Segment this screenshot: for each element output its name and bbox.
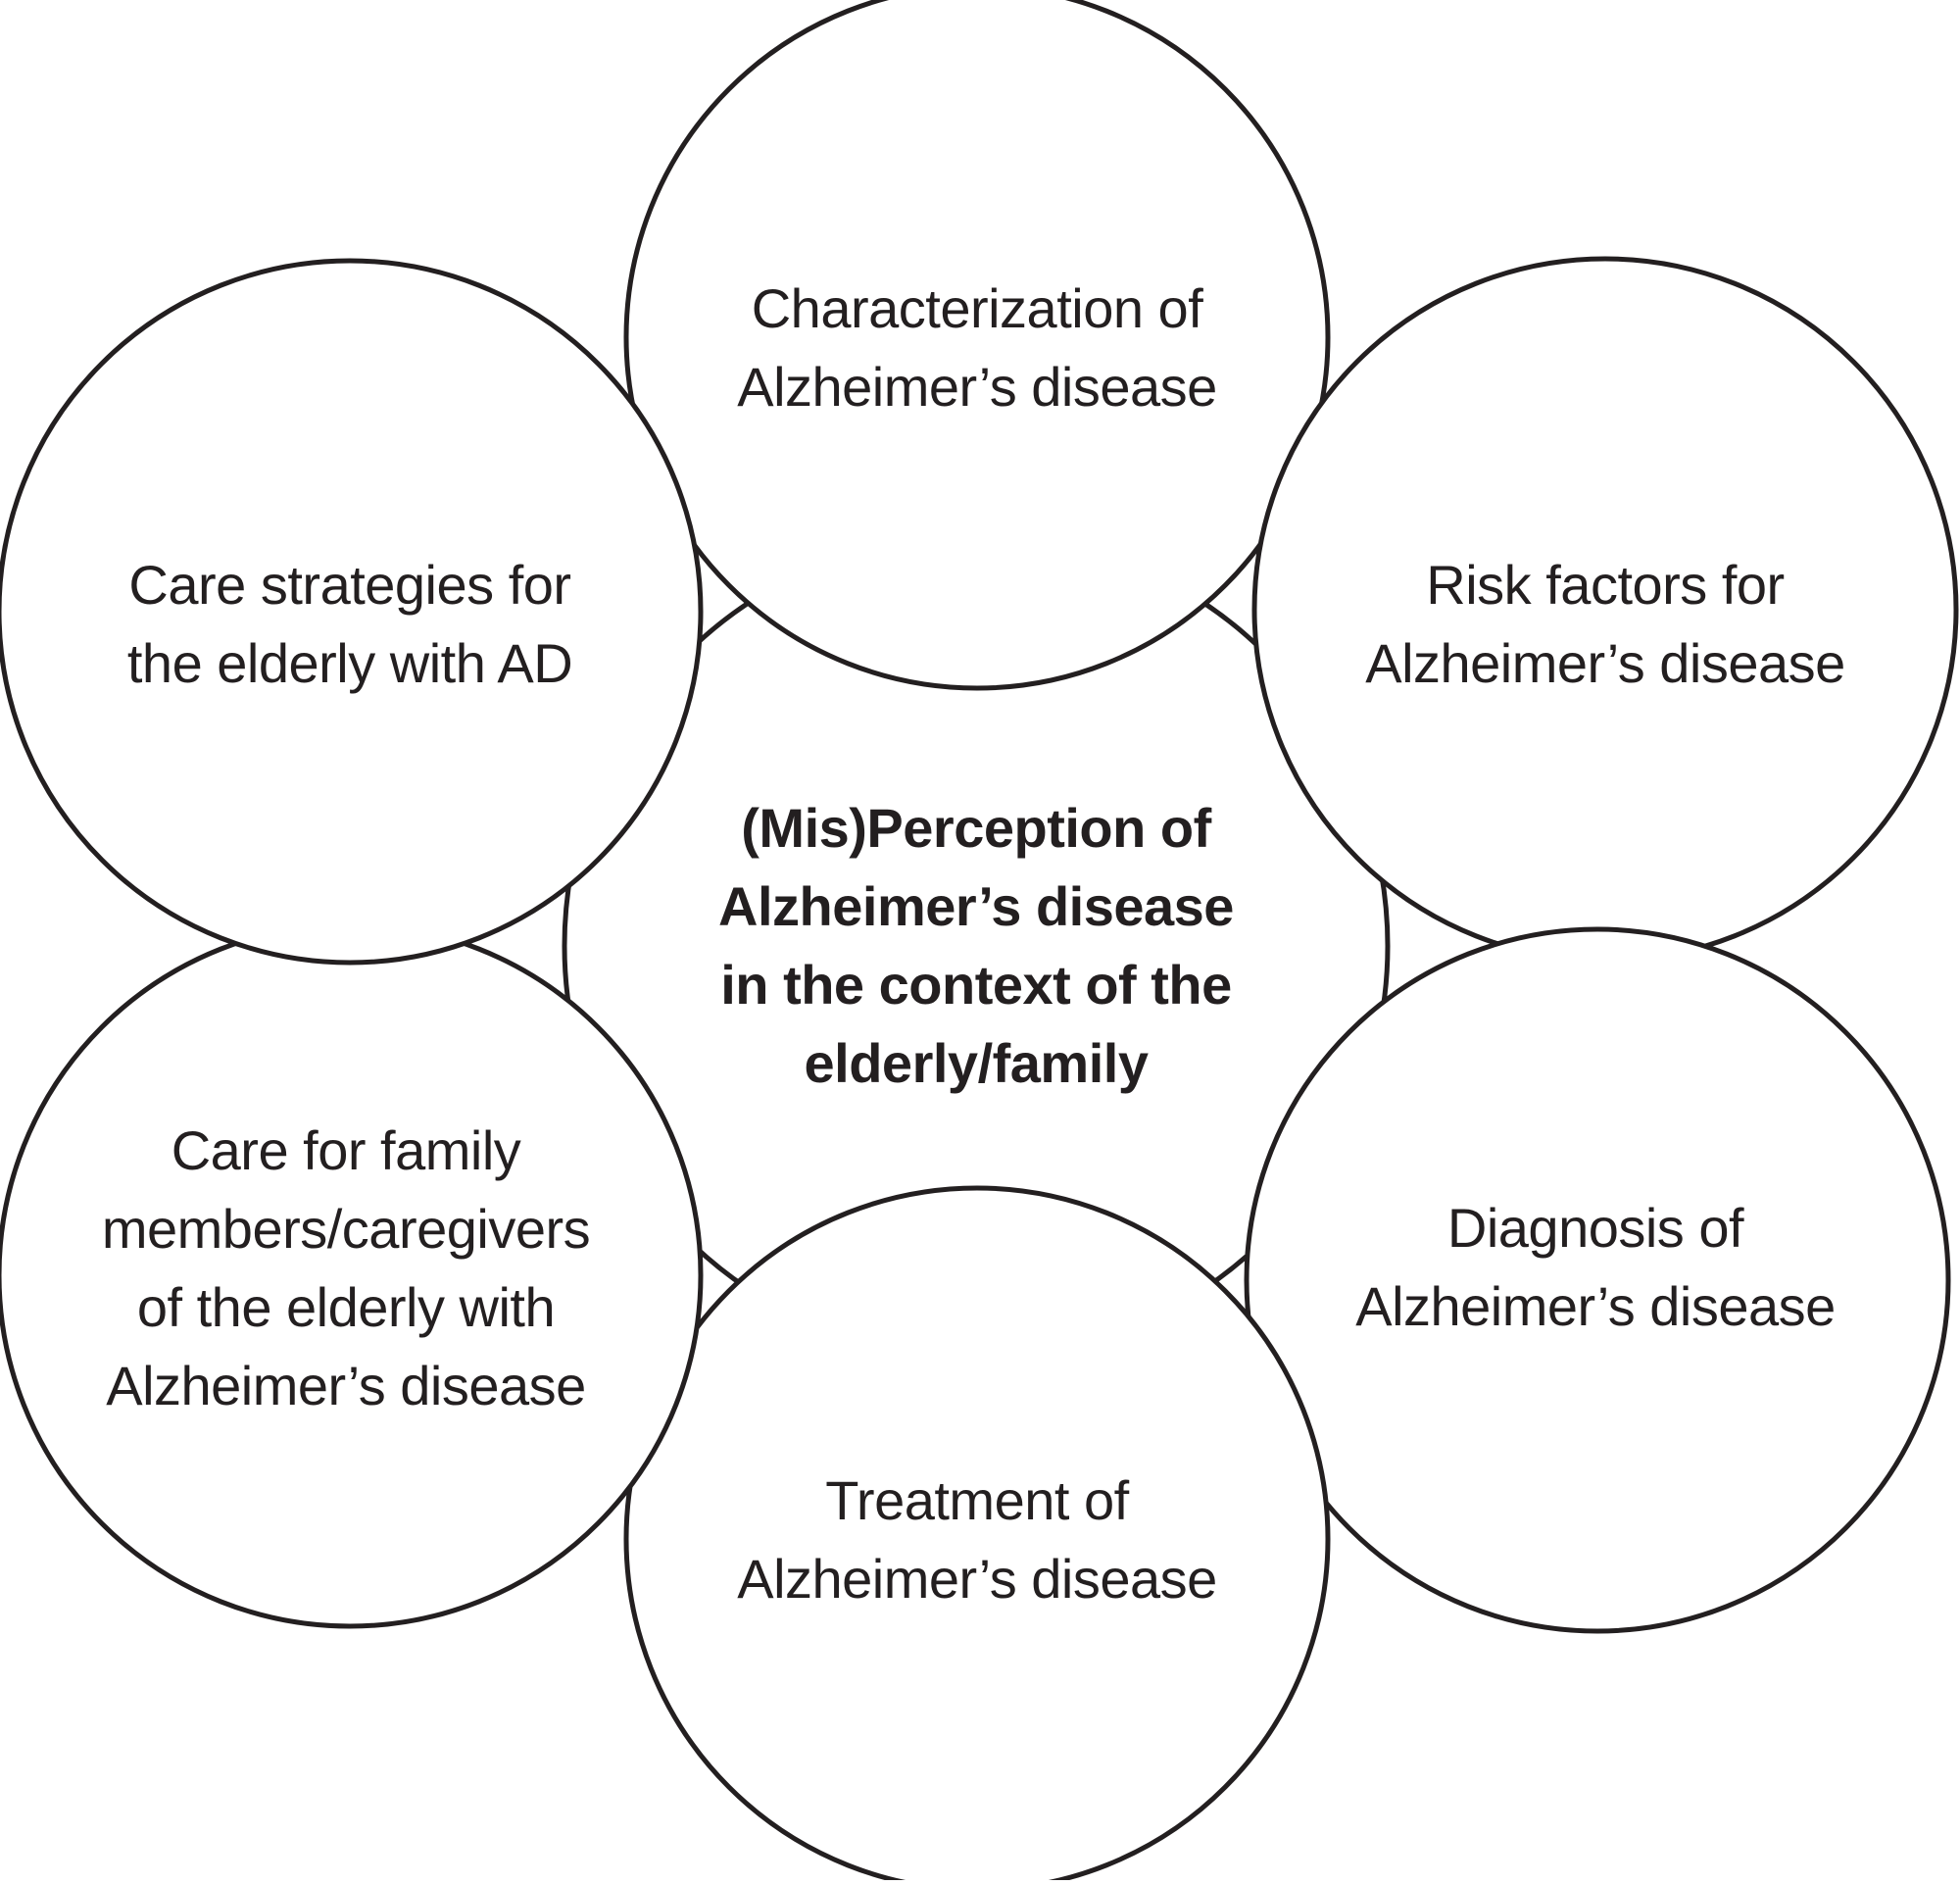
node-label-line: Alzheimer’s disease (737, 356, 1217, 418)
node-label-line: of the elderly with (136, 1276, 556, 1338)
node-circle-care-strategies (0, 258, 704, 966)
node-label-line: Care strategies for (128, 554, 571, 616)
node-label-treatment: Treatment of Alzheimer’s disease (732, 1462, 1222, 1618)
center-label-line: (Mis)Perception of (741, 797, 1211, 859)
center-label-line: elderly/family (804, 1032, 1149, 1094)
node-label-line: Care for family (171, 1119, 521, 1181)
center-label-line: in the context of the (720, 954, 1232, 1016)
node-label-risk-factors: Risk factors for Alzheimer’s disease (1360, 546, 1850, 703)
node-label-diagnosis: Diagnosis of Alzheimer’s disease (1350, 1189, 1840, 1346)
node-label-line: Alzheimer’s disease (1365, 632, 1845, 694)
node-label-line: Risk factors for (1426, 554, 1785, 616)
center-label-line: Alzheimer’s disease (718, 875, 1234, 937)
node-label-line: Alzheimer’s disease (1355, 1275, 1836, 1337)
node-circle-diagnosis (1244, 926, 1951, 1634)
node-label-line: members/caregivers (101, 1198, 591, 1260)
node-label-line: the elderly with AD (126, 632, 573, 694)
node-label-line: Diagnosis of (1446, 1197, 1744, 1259)
node-label-line: Alzheimer’s disease (737, 1548, 1217, 1610)
center-label: (Mis)Perception of Alzheimer’s disease i… (682, 789, 1270, 1103)
node-label-line: Characterization of (751, 277, 1203, 339)
node-label-care-family: Care for family members/caregivers of th… (101, 1112, 591, 1425)
node-label-care-strategies: Care strategies for the elderly with AD (105, 546, 595, 703)
node-label-line: Treatment of (825, 1469, 1129, 1531)
node-label-characterization: Characterization of Alzheimer’s disease (732, 270, 1222, 426)
node-label-line: Alzheimer’s disease (106, 1355, 586, 1416)
node-circle-treatment (623, 1185, 1331, 1885)
node-circle-characterization (623, 0, 1331, 691)
